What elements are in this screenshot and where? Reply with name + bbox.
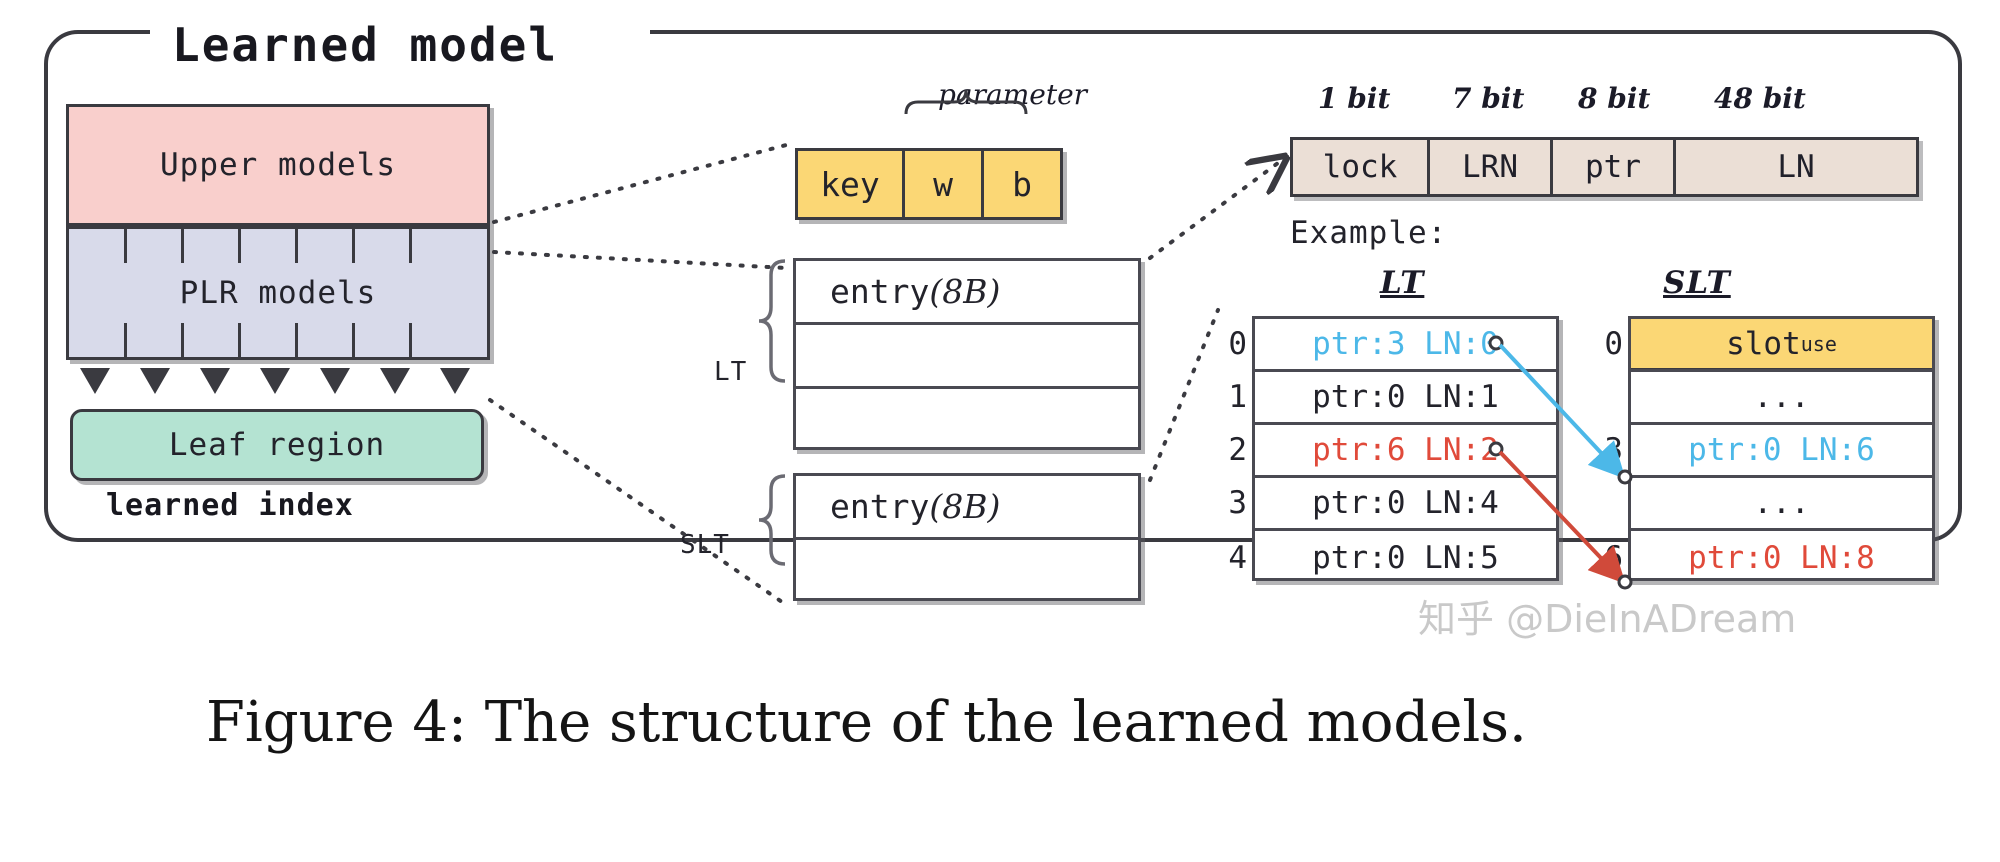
lt-row-value-1: ptr:0 LN:1 xyxy=(1312,379,1499,415)
model-arrow-6 xyxy=(380,368,410,394)
lt-example-table: 0 ptr:3 LN:0 1 ptr:0 LN:1 2 ptr:6 LN:2 3… xyxy=(1228,316,1559,584)
bitfield-ln: LN xyxy=(1673,137,1919,197)
plr-tick-bottom-5 xyxy=(352,323,355,357)
upper-models-box: Upper models xyxy=(66,104,490,226)
table-row: ... xyxy=(1631,372,1932,425)
slt-entry-table: entry (8B) xyxy=(793,473,1141,601)
bit-width-label-2: 7 bit xyxy=(1452,82,1525,115)
lt-row-index-2: 2 xyxy=(1228,432,1247,468)
example-heading: Example: xyxy=(1290,215,1448,251)
model-arrow-7 xyxy=(440,368,470,394)
title-border-gap xyxy=(150,8,650,64)
slt-brace-label: SLT xyxy=(680,530,730,560)
watermark: 知乎 @DieInADream xyxy=(1418,597,1797,641)
page-title: Learned model xyxy=(172,18,559,72)
lt-row-value-2: ptr:6 LN:2 xyxy=(1312,432,1499,468)
slot-use-label: slot xyxy=(1726,325,1801,362)
table-row: 4 ptr:0 LN:5 xyxy=(1228,531,1556,584)
lt-brace-label: LT xyxy=(714,357,748,387)
plr-tick-bottom-2 xyxy=(181,323,184,357)
bitfield-lrn: LRN xyxy=(1427,137,1553,197)
b-cell: b xyxy=(981,148,1063,220)
lt-entry-table: entry (8B) xyxy=(793,258,1141,450)
table-row: 1 ptr:0 LN:1 xyxy=(1228,372,1556,425)
model-arrow-1 xyxy=(80,368,110,394)
plr-tick-bottom-4 xyxy=(295,323,298,357)
slt-row-index-2: 3 xyxy=(1604,432,1623,468)
slt-row-value-3: ... xyxy=(1753,485,1810,521)
lt-row-value-4: ptr:0 LN:5 xyxy=(1312,539,1499,576)
parameter-label: parameter xyxy=(938,78,1088,111)
leaf-region-label: Leaf region xyxy=(168,427,386,463)
slt-entry-row-1 xyxy=(796,540,1138,604)
model-arrow-4 xyxy=(260,368,290,394)
plr-tick-top-6 xyxy=(409,229,412,263)
table-row: 2 ptr:6 LN:2 xyxy=(1228,425,1556,478)
model-arrow-3 xyxy=(200,368,230,394)
key-cell: key xyxy=(795,148,905,220)
plr-tick-top-3 xyxy=(238,229,241,263)
slt-entry-row-0: entry (8B) xyxy=(796,476,1138,540)
leaf-region-box: Leaf region xyxy=(70,409,484,481)
bitfield-lock: lock xyxy=(1290,137,1430,197)
slt-table-title: SLT xyxy=(1663,265,1731,301)
plr-tick-top-2 xyxy=(181,229,184,263)
plr-tick-bottom-6 xyxy=(409,323,412,357)
lt-row-index-4: 4 xyxy=(1228,539,1247,576)
slt-row-value-2: ptr:0 LN:6 xyxy=(1688,432,1875,468)
slt-entry-text: entry xyxy=(830,487,930,526)
plr-tick-top-4 xyxy=(295,229,298,263)
table-row: 0 ptr:3 LN:0 xyxy=(1228,319,1556,372)
plr-tick-bottom-3 xyxy=(238,323,241,357)
lt-row-index-3: 3 xyxy=(1228,485,1247,521)
upper-models-label: Upper models xyxy=(160,147,396,183)
slt-row-index-0: 0 xyxy=(1604,326,1623,362)
learned-index-label: learned index xyxy=(106,488,354,523)
table-row: 3 ptr:0 LN:4 xyxy=(1228,478,1556,531)
plr-tick-bottom-1 xyxy=(124,323,127,357)
lt-row-index-1: 1 xyxy=(1228,379,1247,415)
lt-entry-row-1 xyxy=(796,325,1138,389)
plr-tick-top-1 xyxy=(124,229,127,263)
slot-use-subscript: use xyxy=(1800,331,1837,356)
plr-models-box: PLR models xyxy=(66,226,490,360)
entry-bitfield-row: lock LRN ptr LN xyxy=(1290,137,1919,197)
slt-entry-size: (8B) xyxy=(929,487,1001,526)
lt-row-value-0: ptr:3 LN:0 xyxy=(1312,326,1499,362)
slt-row-value-1: ... xyxy=(1753,379,1810,415)
table-row: 6 ptr:0 LN:8 xyxy=(1604,531,1932,584)
model-arrow-2 xyxy=(140,368,170,394)
figure-caption: Figure 4: The structure of the learned m… xyxy=(206,690,1527,755)
lt-table-title: LT xyxy=(1380,265,1425,301)
table-row: ... xyxy=(1631,478,1932,531)
slt-row-value-4: ptr:0 LN:8 xyxy=(1688,539,1875,576)
lt-row-index-0: 0 xyxy=(1228,326,1247,362)
lt-entry-size: (8B) xyxy=(929,272,1001,311)
slt-row-index-4: 6 xyxy=(1604,539,1623,576)
lt-entry-row-2 xyxy=(796,389,1138,453)
lt-entry-row-0: entry (8B) xyxy=(796,261,1138,325)
table-row: 3 ptr:0 LN:6 xyxy=(1604,425,1932,478)
bit-width-label-1: 1 bit xyxy=(1318,82,1391,115)
model-arrow-5 xyxy=(320,368,350,394)
w-cell: w xyxy=(902,148,984,220)
key-parameter-row: key w b xyxy=(795,148,1063,220)
bit-width-label-4: 48 bit xyxy=(1714,82,1806,115)
plr-models-label: PLR models xyxy=(179,275,377,311)
bit-width-label-3: 8 bit xyxy=(1578,82,1651,115)
plr-tick-top-5 xyxy=(352,229,355,263)
bitfield-ptr: ptr xyxy=(1550,137,1676,197)
lt-row-value-3: ptr:0 LN:4 xyxy=(1312,485,1499,521)
lt-entry-text: entry xyxy=(830,272,930,311)
